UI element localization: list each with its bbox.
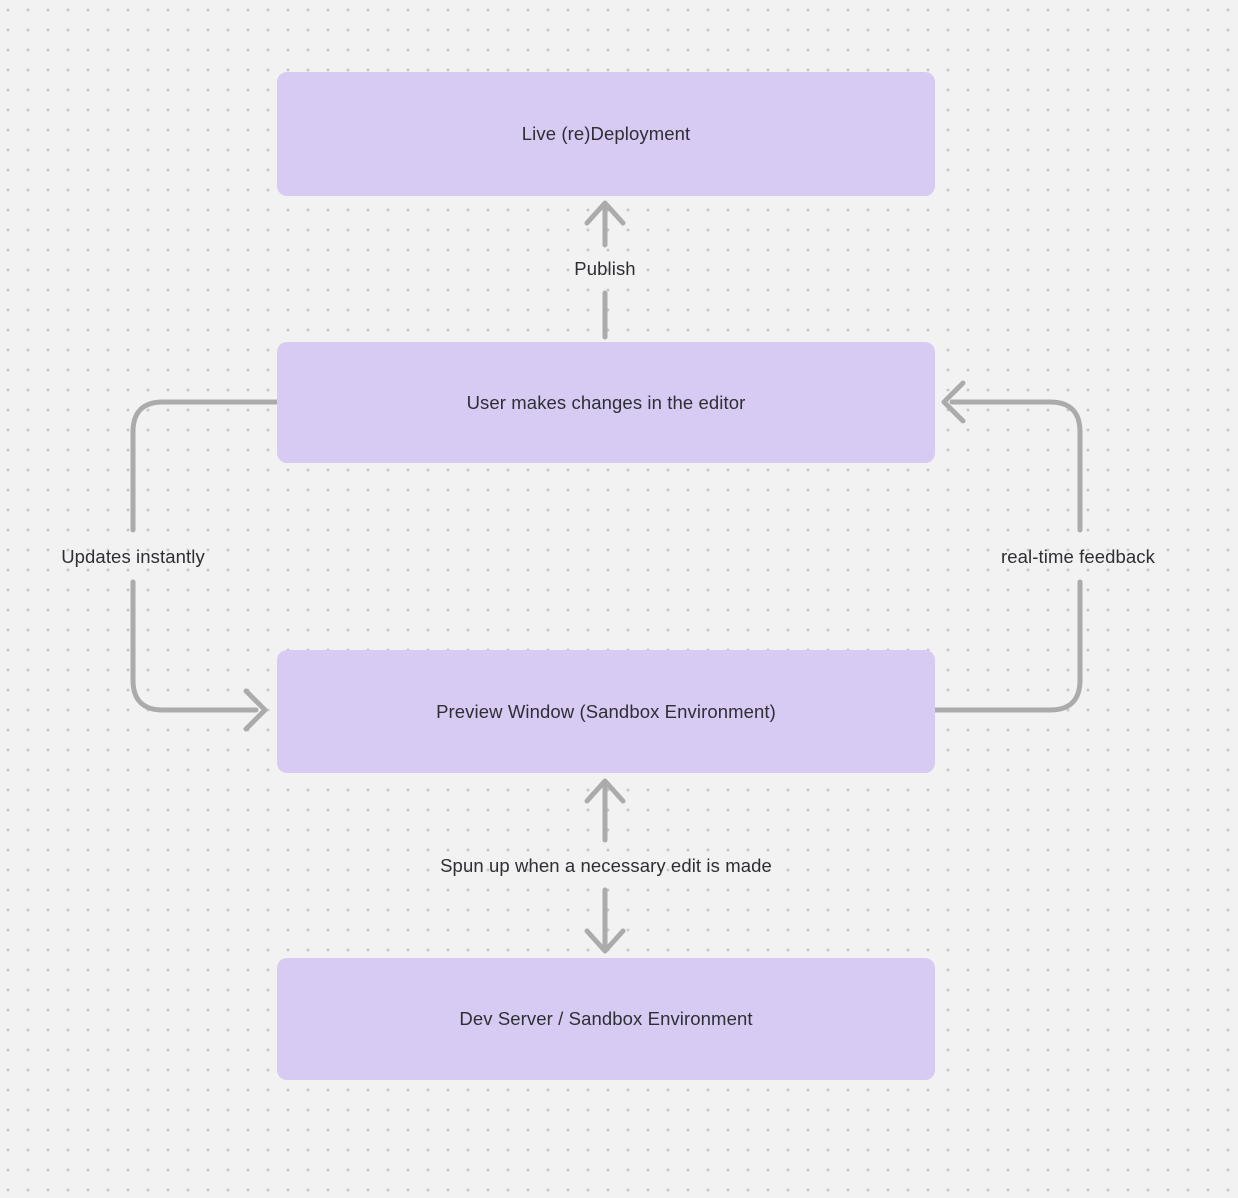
node-dev-server-label: Dev Server / Sandbox Environment: [459, 1008, 753, 1029]
arrowhead-up-icon: [584, 200, 626, 226]
node-user-editor[interactable]: User makes changes in the editor: [277, 342, 935, 463]
edge-spun-up: [584, 778, 626, 954]
edge-updates-instantly: [130, 399, 280, 732]
arrowhead-up-icon: [584, 778, 626, 804]
arrowhead-right-icon: [243, 688, 268, 732]
edge-realtime-segment-upper: [949, 399, 1083, 533]
node-preview-window-label: Preview Window (Sandbox Environment): [436, 700, 776, 722]
edge-realtime-segment-lower: [932, 579, 1083, 713]
node-user-editor-label: User makes changes in the editor: [466, 391, 746, 413]
edge-label-realtime-feedback: real-time feedback: [1001, 546, 1155, 567]
arrowhead-down-icon: [584, 928, 626, 954]
edge-label-updates-instantly: Updates instantly: [61, 546, 205, 567]
edge-label-publish: Publish: [574, 258, 636, 279]
edge-label-spun-up: Spun up when a necessary edit is made: [440, 855, 772, 876]
node-live-redeployment-label: Live (re)Deployment: [521, 123, 691, 144]
node-live-redeployment[interactable]: Live (re)Deployment: [277, 72, 935, 196]
node-dev-server[interactable]: Dev Server / Sandbox Environment: [277, 958, 935, 1080]
edge-realtime-feedback: [932, 380, 1083, 713]
arrowhead-left-icon: [941, 380, 966, 424]
edge-publish: [584, 200, 626, 340]
edge-updates-segment-upper: [130, 399, 280, 533]
node-preview-window[interactable]: Preview Window (Sandbox Environment): [277, 650, 935, 773]
edge-updates-segment-lower: [130, 579, 259, 713]
